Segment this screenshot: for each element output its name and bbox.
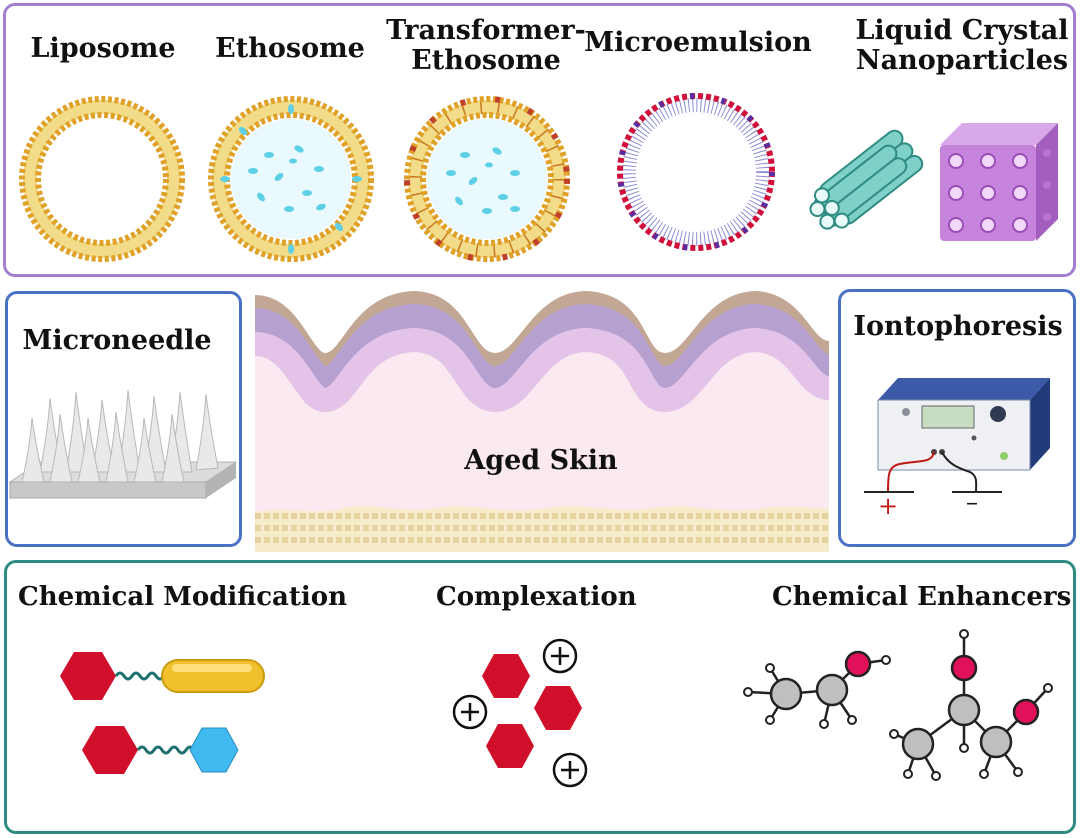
chemical-modification-label: Chemical Modification: [18, 582, 348, 612]
microneedle-panel: [5, 291, 242, 547]
iontophoresis-label: Iontophoresis: [853, 311, 1063, 342]
microneedle-label: Microneedle: [22, 325, 212, 356]
aged-skin-label: Aged Skin: [464, 445, 618, 476]
transformer-ethosome-label-line1: Transformer-: [386, 15, 586, 46]
negative-electrode-sign: –: [966, 488, 978, 516]
liposome-illustration: [19, 96, 185, 262]
lcn-label-line2: Nanoparticles: [855, 45, 1069, 77]
microemulsion-illustration: [617, 93, 775, 251]
positive-electrode-sign: +: [878, 492, 899, 520]
lcn-label-line1: Liquid Crystal: [855, 15, 1069, 46]
transformer-ethosome-label-line2: Ethosome: [411, 45, 561, 77]
aged-skin-illustration: [253, 288, 832, 552]
liposome-label: Liposome: [30, 33, 176, 64]
ethosome-label: Ethosome: [215, 33, 365, 64]
microemulsion-label: Microemulsion: [584, 27, 812, 58]
cubic-particle-illustration: [940, 123, 1058, 241]
complexation-illustration: [452, 638, 588, 788]
chemical-modification-illustration: [60, 652, 265, 774]
ethosome-illustration: [208, 96, 374, 262]
enhancer-molecule-2-illustration: [889, 629, 1053, 781]
microneedle-array-illustration: [8, 389, 238, 499]
chemical-enhancers-label: Chemical Enhancers: [772, 582, 1072, 612]
transformer-ethosome-illustration: [404, 96, 570, 262]
enhancer-molecule-1-illustration: [743, 650, 891, 729]
lcn-label: Liquid Crystal Nanoparticles: [855, 15, 1069, 77]
complexation-label: Complexation: [436, 582, 637, 612]
transformer-ethosome-label: Transformer- Ethosome: [386, 15, 586, 77]
iontophoresis-device-illustration: [864, 378, 1050, 493]
hexagonal-rods-illustration: [809, 129, 924, 230]
